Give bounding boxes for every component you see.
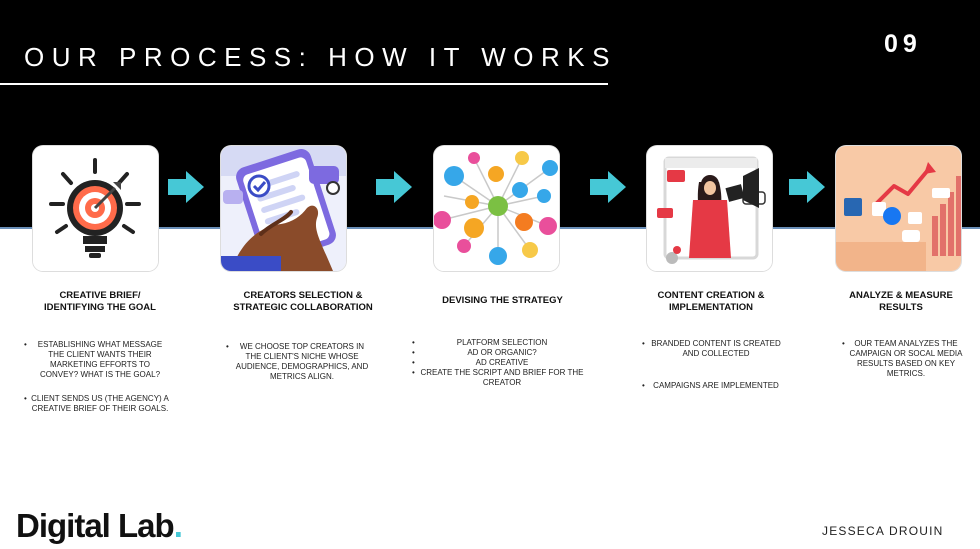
step-3-bullets: PLATFORM SELECTION AD OR ORGANIC? AD CRE… xyxy=(412,338,586,388)
arrow-right-icon xyxy=(168,169,204,205)
list-item: CAMPAIGNS ARE IMPLEMENTED xyxy=(642,381,784,391)
logo-text: Digital Lab xyxy=(16,507,175,544)
step-4-heading: CONTENT CREATION &IMPLEMENTATION xyxy=(657,290,765,313)
step-3-heading: DEVISING THE STRATEGY xyxy=(442,295,563,306)
list-item: BRANDED CONTENT IS CREATED AND COLLECTED xyxy=(642,339,784,359)
arrow-right-icon xyxy=(789,169,825,205)
step-2-heading: CREATORS SELECTION &STRATEGIC COLLABORAT… xyxy=(233,290,373,313)
list-item: WE CHOOSE TOP CREATORS IN THE CLIENT'S N… xyxy=(226,342,372,382)
page-number: 09 xyxy=(884,30,922,58)
step-5-bullets: OUR TEAM ANALYZES THE CAMPAIGN OR SOCAL … xyxy=(842,339,964,379)
logo-dot: . xyxy=(173,507,183,544)
author-name: JESSECA DROUIN xyxy=(822,524,944,538)
step-4-bullets: BRANDED CONTENT IS CREATED AND COLLECTED… xyxy=(642,339,784,391)
list-item: ESTABLISHING WHAT MESSAGE THE CLIENT WAN… xyxy=(24,340,170,380)
influencer-megaphone-icon xyxy=(647,146,772,271)
list-item: AD CREATIVE xyxy=(412,358,586,368)
title-underline xyxy=(0,83,608,85)
target-lightbulb-icon xyxy=(33,146,158,271)
arrow-right-icon xyxy=(590,169,626,205)
list-item: PLATFORM SELECTION xyxy=(412,338,586,348)
list-item: AD OR ORGANIC? xyxy=(412,348,586,358)
step-1-bullets: ESTABLISHING WHAT MESSAGE THE CLIENT WAN… xyxy=(24,340,170,414)
hand-phone-collaboration-icon xyxy=(221,146,346,271)
analytics-growth-icon xyxy=(836,146,961,271)
step-1-heading: CREATIVE BRIEF/IDENTIFYING THE GOAL xyxy=(44,290,156,313)
social-network-icon xyxy=(434,146,559,271)
step-2-bullets: WE CHOOSE TOP CREATORS IN THE CLIENT'S N… xyxy=(226,342,372,382)
list-item: CREATE THE SCRIPT AND BRIEF FOR THE CREA… xyxy=(412,368,586,388)
slide-title: OUR PROCESS: HOW IT WORKS xyxy=(24,42,617,72)
list-item: OUR TEAM ANALYZES THE CAMPAIGN OR SOCAL … xyxy=(842,339,964,379)
list-item: CLIENT SENDS US (THE AGENCY) A CREATIVE … xyxy=(24,394,170,414)
logo: Digital Lab. xyxy=(16,507,183,545)
arrow-right-icon xyxy=(376,169,412,205)
